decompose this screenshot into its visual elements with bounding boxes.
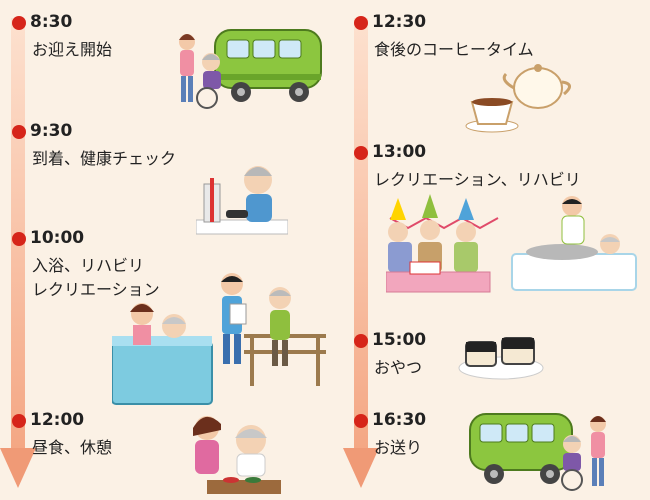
health-check-illustration <box>196 166 288 235</box>
party-rehab-illustration <box>386 194 637 293</box>
entry-time: 12:00 <box>30 410 85 430</box>
snack-illustration <box>458 337 544 380</box>
entry-activity: 食後のコーヒータイム <box>374 40 534 59</box>
entry-time: 12:30 <box>372 12 427 32</box>
time-marker-dot <box>12 125 26 139</box>
entry-activity: 到着、健康チェック <box>32 149 177 168</box>
coffee-illustration <box>465 64 571 133</box>
time-marker-dot <box>12 232 26 246</box>
entry-time: 9:30 <box>30 121 73 141</box>
time-marker-dot <box>354 334 368 348</box>
entry-time: 10:00 <box>30 228 85 248</box>
entry-time: 16:30 <box>372 410 427 430</box>
activity-line: レクリエーション <box>32 280 160 299</box>
bath-rehab-illustration <box>112 273 326 405</box>
time-marker-dot <box>354 414 368 428</box>
lunch-illustration <box>193 416 281 494</box>
entry-activity: レクリエーション、リハビリ <box>374 170 581 189</box>
entry-activity: 入浴、リハビリ レクリエーション <box>32 254 160 302</box>
dropoff-bus-illustration <box>469 413 606 491</box>
entry-time: 13:00 <box>372 142 427 162</box>
time-marker-dot <box>12 16 26 30</box>
entry-activity: 昼食、休憩 <box>32 438 113 457</box>
entry-time: 8:30 <box>30 12 73 32</box>
entry-activity: おやつ <box>374 358 423 377</box>
time-marker-dot <box>12 414 26 428</box>
timeline-right-arrow <box>343 448 379 488</box>
entry-time: 15:00 <box>372 330 427 350</box>
activity-line: 入浴、リハビリ <box>32 256 145 275</box>
entry-activity: お送り <box>374 438 423 457</box>
entry-activity: お迎え開始 <box>32 40 113 59</box>
timeline-left-arrow <box>0 448 36 488</box>
timeline-right-line <box>354 18 368 448</box>
time-marker-dot <box>354 146 368 160</box>
time-marker-dot <box>354 16 368 30</box>
pickup-bus-illustration <box>179 29 322 109</box>
